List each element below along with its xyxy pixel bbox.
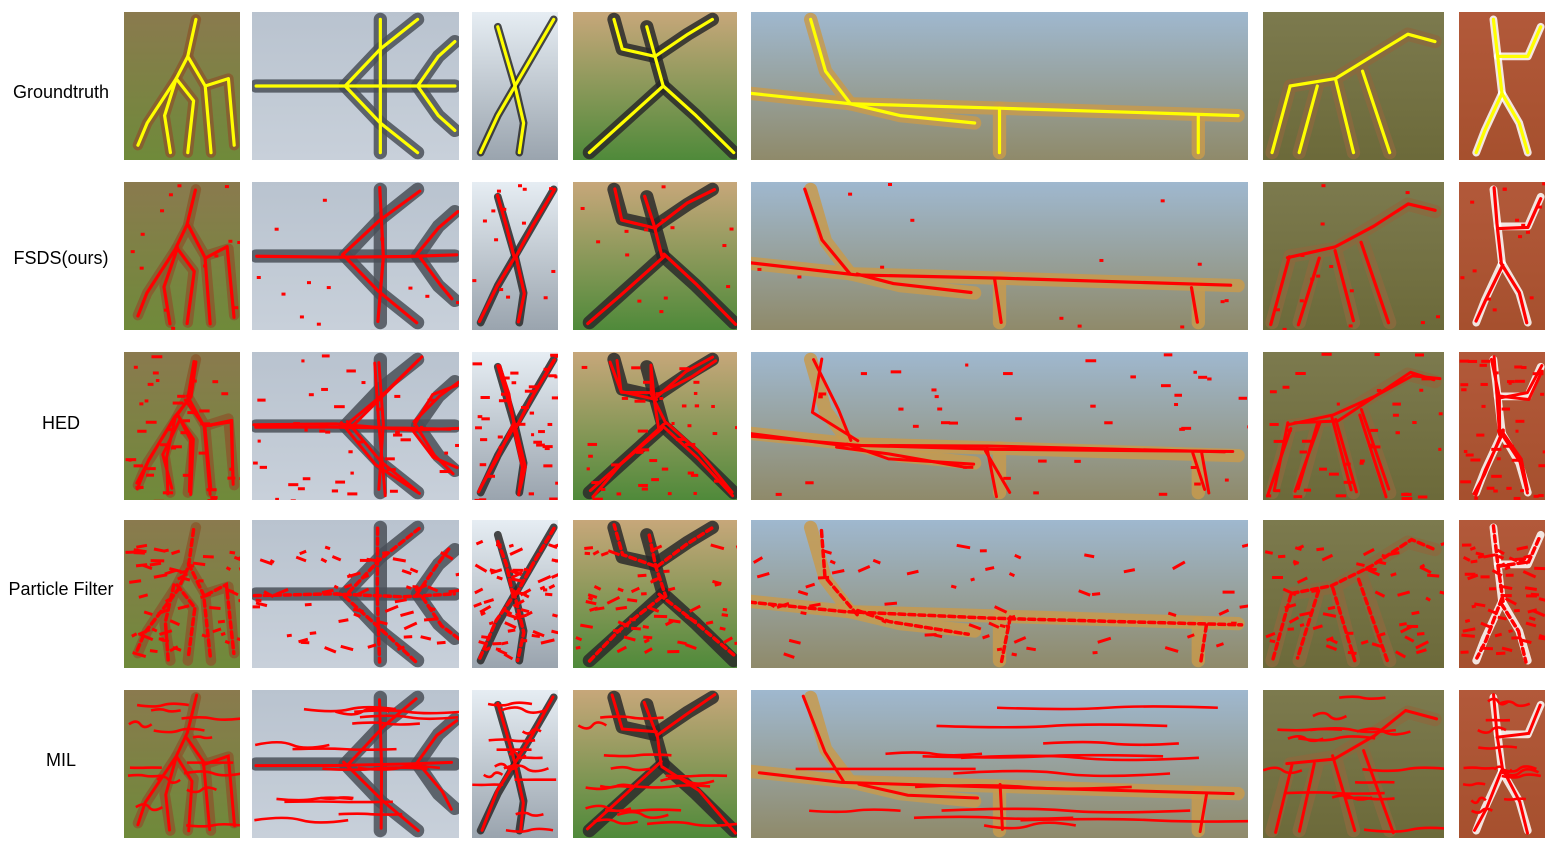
result-image-baseball-pitcher xyxy=(573,520,737,668)
result-image-passenger-airplane xyxy=(751,520,1248,668)
result-image-passenger-airplane xyxy=(751,182,1248,330)
predicted-skeleton xyxy=(1269,184,1441,330)
groundtruth-skeleton xyxy=(136,17,236,155)
result-image-giraffe-grazing xyxy=(124,520,240,668)
result-image-tennis-player xyxy=(1459,182,1545,330)
result-image-giraffe-grazing xyxy=(124,352,240,500)
row-label: Groundtruth xyxy=(12,82,110,102)
result-image-fighter-jet xyxy=(252,690,459,838)
result-image-person-climbing xyxy=(472,352,558,500)
result-image-baseball-pitcher xyxy=(573,690,737,838)
result-image-giraffe-walking xyxy=(1263,182,1444,330)
result-image-baseball-pitcher xyxy=(573,352,737,500)
predicted-skeleton xyxy=(252,526,459,665)
result-image-baseball-pitcher xyxy=(573,182,737,330)
result-image-fighter-jet xyxy=(252,12,459,160)
predicted-skeleton xyxy=(1460,524,1545,664)
row-label: FSDS(ours) xyxy=(13,248,109,268)
predicted-skeleton xyxy=(255,186,459,330)
predicted-skeleton xyxy=(1265,352,1443,500)
groundtruth-skeleton xyxy=(1270,32,1437,155)
predicted-skeleton xyxy=(1462,693,1542,835)
predicted-skeleton xyxy=(125,355,240,500)
predicted-skeleton xyxy=(575,523,737,664)
predicted-skeleton xyxy=(751,528,1248,665)
predicted-skeleton xyxy=(581,355,737,500)
result-image-tennis-player xyxy=(1459,520,1545,668)
result-image-giraffe-grazing xyxy=(124,12,240,160)
predicted-skeleton xyxy=(751,183,1233,329)
predicted-skeleton xyxy=(757,694,1248,834)
predicted-skeleton xyxy=(472,695,557,833)
groundtruth-skeleton xyxy=(751,17,1240,155)
predicted-skeleton xyxy=(1264,537,1444,665)
result-image-baseball-pitcher xyxy=(573,12,737,160)
predicted-skeleton xyxy=(751,353,1248,499)
predicted-skeleton xyxy=(472,184,557,324)
predicted-skeleton xyxy=(473,526,558,663)
result-image-fighter-jet xyxy=(252,352,459,500)
groundtruth-skeleton xyxy=(1474,17,1543,155)
predicted-skeleton xyxy=(1263,695,1444,835)
predicted-skeleton xyxy=(130,184,240,330)
result-image-passenger-airplane xyxy=(751,352,1248,500)
result-image-giraffe-walking xyxy=(1263,690,1444,838)
predicted-skeleton xyxy=(254,697,459,833)
result-image-tennis-player xyxy=(1459,690,1545,838)
result-image-giraffe-walking xyxy=(1263,12,1444,160)
result-image-giraffe-walking xyxy=(1263,520,1444,668)
predicted-skeleton xyxy=(125,527,240,665)
predicted-skeleton xyxy=(1459,355,1545,500)
result-image-person-climbing xyxy=(472,182,558,330)
result-image-tennis-player xyxy=(1459,12,1545,160)
result-image-giraffe-grazing xyxy=(124,690,240,838)
result-image-person-climbing xyxy=(472,690,558,838)
result-image-fighter-jet xyxy=(252,182,459,330)
groundtruth-skeleton xyxy=(254,17,457,155)
predicted-skeleton xyxy=(577,693,737,835)
groundtruth-skeleton xyxy=(587,17,736,155)
result-image-person-climbing xyxy=(472,12,558,160)
predicted-skeleton xyxy=(252,354,459,500)
result-image-person-climbing xyxy=(472,520,558,668)
row-label: MIL xyxy=(45,750,76,770)
row-label: HED xyxy=(41,413,80,433)
result-image-passenger-airplane xyxy=(751,12,1248,160)
result-image-tennis-player xyxy=(1459,352,1545,500)
groundtruth-skeleton xyxy=(479,17,556,155)
predicted-skeleton xyxy=(472,353,558,500)
row-label: Particle Filter xyxy=(8,579,114,599)
result-image-giraffe-walking xyxy=(1263,352,1444,500)
predicted-skeleton xyxy=(1460,182,1545,325)
result-image-giraffe-grazing xyxy=(124,182,240,330)
predicted-skeleton xyxy=(127,693,240,833)
result-image-passenger-airplane xyxy=(751,690,1248,838)
predicted-skeleton xyxy=(580,185,737,326)
result-image-fighter-jet xyxy=(252,520,459,668)
